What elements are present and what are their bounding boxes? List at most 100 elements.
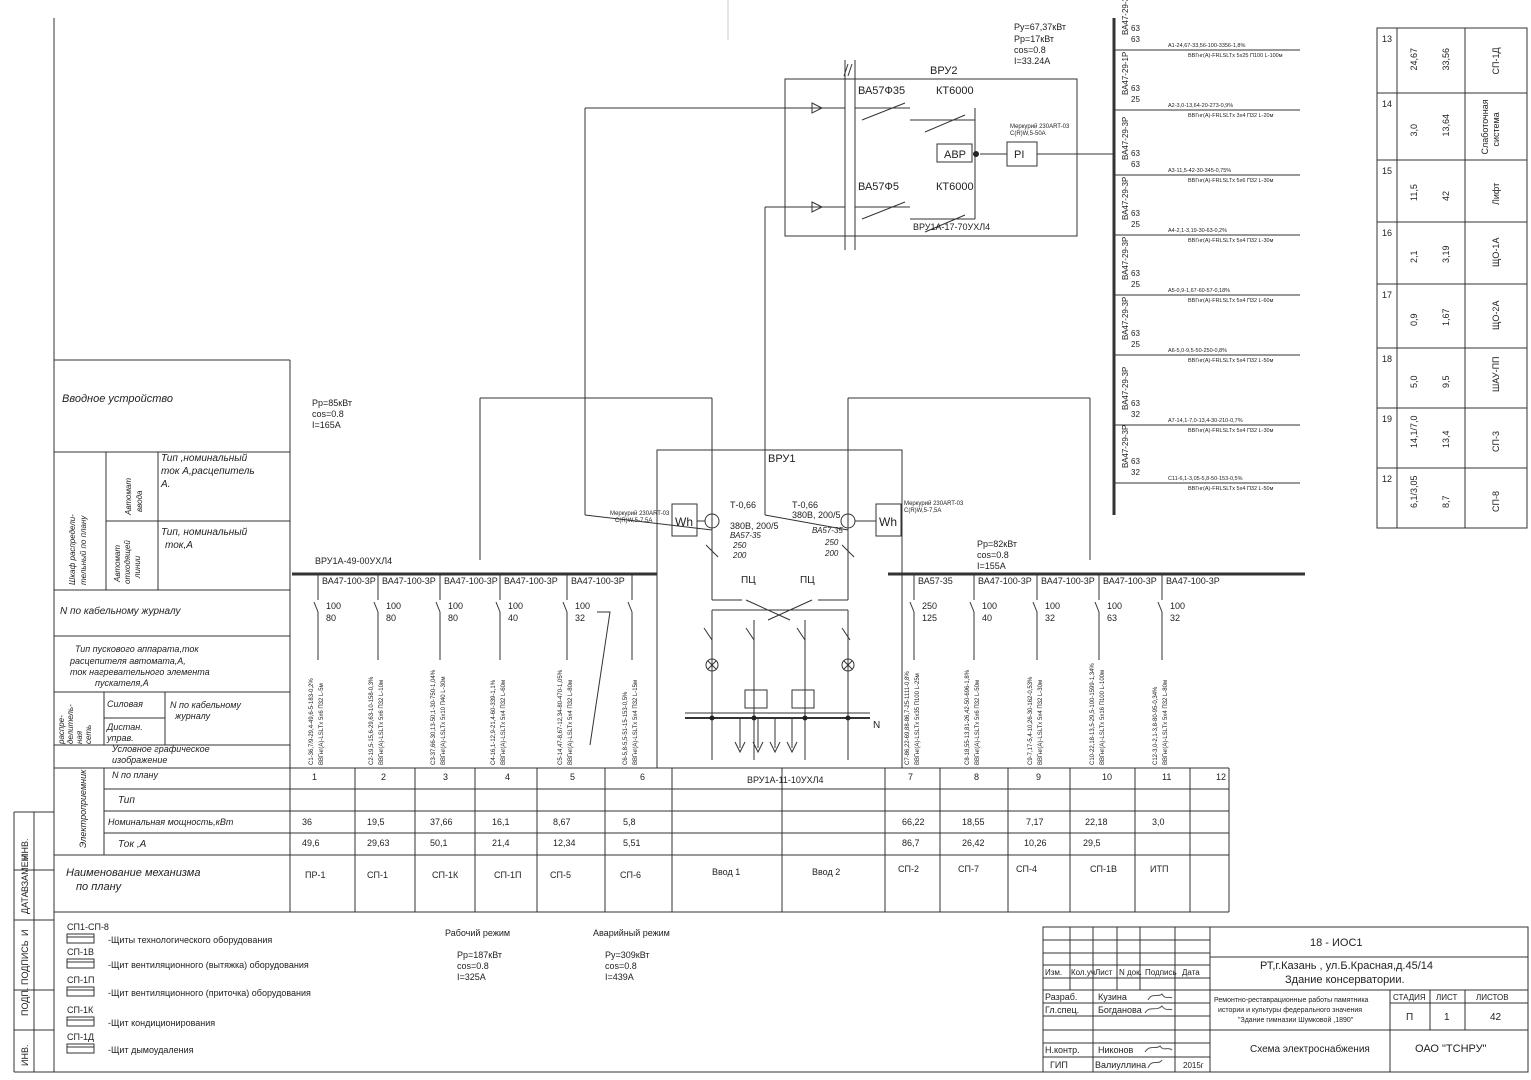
legend: СП1-СП-8-Щиты технологического оборудова…	[66, 922, 311, 1055]
sheet-value: 1	[1444, 1012, 1450, 1023]
legend-text: -Щит кондиционирования	[108, 1018, 215, 1028]
left-feeder-setting: 32	[575, 613, 585, 623]
meter-right-line-1: Меркурий 230ART-03	[904, 500, 964, 507]
legend-text: -Щит дымоудаления	[108, 1045, 194, 1055]
stamp-header-date: Дата	[1182, 968, 1200, 977]
person-gip: Валиуллина	[1095, 1060, 1146, 1070]
right-feeder-cable-type: ВВГнг(А)-FRLSLTx 5х4 П32 L-50м	[1188, 486, 1274, 492]
right-table-num: 12	[1382, 474, 1392, 484]
left-feeders: ВА47-100-3Р10080С1-36,7/9-29,4-49,6-5-18…	[309, 574, 639, 765]
vru2-load-line-1: Ру=67,37кВт	[1014, 22, 1066, 32]
legend-text: -Щиты технологического оборудования	[108, 935, 272, 945]
mechanism-line-2: по плану	[76, 881, 123, 893]
right-feeder-cable-calc: С11-6,1-3,05-5,8-50-153-0,5%	[1168, 476, 1243, 482]
right-feeder-breaker: ВА47-29-1Р	[1121, 52, 1130, 95]
nominal-power-value: 19,5	[367, 817, 385, 827]
vru1-text: ВРУ1 Рр=85кВт cos=0.8 I=165А Рр=82кВт co…	[312, 398, 1017, 785]
address-line-2: Здание консерватории.	[1285, 974, 1405, 986]
remote-line-1: Дистан.	[106, 722, 143, 732]
right-table-name: ЩО-2А	[1491, 301, 1501, 330]
legend-symbol	[66, 986, 95, 997]
right-feeder-rating: 63	[1131, 329, 1140, 338]
left-feeder-cable-type: ВВГнг(А)-LSLTx 5х6 П32 L-5м	[319, 683, 325, 765]
left-feeder-cable-calc: С2-19,5-15,6-29,63-10-158-0,3%	[369, 676, 375, 765]
stamp-header-sign: Подпись	[1145, 968, 1177, 977]
vru2-breaker2: ВА57Ф5	[858, 181, 899, 193]
organization: ОАО "ТСНРУ"	[1415, 1043, 1487, 1055]
right-table	[1376, 27, 1528, 529]
right-table-power: 6,1/3,05	[1409, 475, 1419, 508]
left-feeder-cable-type: ВВГнг(А)-LSLTx 5х4 П32 L-60м	[501, 680, 507, 765]
current-value: 29,63	[367, 838, 390, 848]
plan-number: 5	[570, 772, 575, 782]
meter-left-line-1: Меркурий 230ART-03	[610, 510, 670, 517]
right-feeder-bottom-switch	[969, 601, 975, 613]
label-table-grid	[54, 359, 1230, 913]
right-feeder-setting: 32	[1131, 468, 1140, 477]
left-feeder-cable-type: ВВГнг(А)-LSLTx 5х10 П40 L-30м	[441, 677, 447, 765]
ct-right-line-2: 380В, 200/5	[792, 510, 841, 520]
left-feeder-switch	[627, 601, 633, 613]
right-table-power: 3,0	[1409, 124, 1419, 137]
stamp-year: 2015г	[1183, 1061, 1204, 1070]
right-feeder-bottom-setting: 125	[922, 613, 937, 623]
right-feeder-cable-type: ВВГнг(А)-FRLSLTx 5х25 П100 L-100м	[1188, 53, 1283, 59]
right-feeder-bottom-setting: 32	[1170, 613, 1180, 623]
left-feeder-switch	[373, 601, 379, 613]
type-nominal-line-3: А.	[160, 479, 170, 490]
left-feeder-cable-calc: С4-16,1-12,9-21,4-60-339-1,1%	[491, 679, 497, 765]
mechanism-name: СП-1К	[432, 870, 459, 880]
cabinet-line-1: Шкаф распредели-	[68, 514, 77, 585]
plan-number: 8	[974, 772, 979, 782]
right-table-current: 13,4	[1441, 430, 1451, 448]
right-feeder-bottom-switch	[1032, 601, 1038, 613]
mechanism-name: СП-1	[367, 870, 388, 880]
right-feeder-bottom-rating: 100	[1045, 601, 1060, 611]
right-feeder-cable-type: ВВГнг(А)-FRLSLTx 3х4 П32 L-20м	[1188, 113, 1274, 119]
work-mode-line-1: Рр=187кВт	[457, 950, 502, 960]
right-feeder-cable-type: ВВГнг(А)-FRLSLTx 5х4 П32 L-50м	[1188, 358, 1274, 364]
nominal-power-value: 18,55	[962, 817, 985, 827]
vru1-bottom-label: ВРУ1А-11-10УХЛ4	[747, 775, 824, 785]
meter-left-line-2: C(R)W,5-7,5А	[615, 518, 652, 524]
receiver-label: Электроприемник	[78, 769, 88, 848]
ct-left-line-2: 380В, 200/5	[730, 521, 779, 531]
title-block-text: 18 - ИОС1 РТ,г.Казань , ул.Б.Красная,д.4…	[1045, 937, 1509, 1070]
left-feeder-setting: 40	[508, 613, 518, 623]
mechanism-name: ПР-1	[305, 870, 325, 880]
stamp-header-koluch: Кол.уч	[1071, 968, 1095, 977]
handwritten-right-2: 250	[824, 538, 839, 547]
right-feeder-breaker: ВА47-29-3Р	[1121, 425, 1130, 468]
ct-left-line-1: Т-0,66	[730, 500, 756, 510]
right-feeder-breaker: ВА47-29-3Р	[1121, 0, 1130, 35]
plan-number: 1	[312, 772, 317, 782]
side-stamp-podpis: ПОДПИСЬ	[20, 940, 30, 985]
handwritten-left-2: 250	[732, 541, 747, 550]
right-feeder-breaker: ВА47-29-3Р	[1121, 367, 1130, 410]
right-feeder-cable-type: ВВГнг(А)-FRLSLTx 5х4 П32 L-30м	[1188, 238, 1274, 244]
right-table-current: 13,64	[1441, 114, 1451, 137]
right-feeder-bottom-switch	[1157, 601, 1163, 613]
mechanism-name: СП-5	[550, 870, 571, 880]
modes: Рабочий режим Рр=187кВт cos=0.8 I=325А А…	[445, 928, 670, 982]
nominal-power-value: 37,66	[430, 817, 453, 827]
nominal-power-value: 7,17	[1026, 817, 1044, 827]
stamp-header-ndok: N док.	[1119, 968, 1142, 977]
role-gip: ГИП	[1050, 1060, 1068, 1070]
right-feeders-bottom: ВА57-35250125С7-86,22-69,88-86,7-25-1111…	[905, 574, 1220, 765]
left-feeder-cable-calc: С5-14,47-8,67-12,34-80-470-1,05%	[558, 669, 564, 765]
wh-right: Wh	[879, 515, 897, 529]
sheets-header: ЛИСТОВ	[1476, 993, 1509, 1002]
right-feeder-setting: 25	[1131, 95, 1140, 104]
mechanism-line-1: Наименование механизма	[66, 867, 200, 879]
vru2-load-line-4: I=33.24А	[1014, 56, 1050, 66]
right-feeder-cable-calc: А1-24,67-33,56-100-3356-1,8%	[1168, 43, 1245, 49]
vru2-breaker1: ВА57Ф35	[858, 85, 905, 97]
right-table-num: 14	[1382, 99, 1392, 109]
auto-input-line-1: Автомат	[124, 478, 133, 516]
type-nominal2-line-2: ток,А	[165, 540, 193, 551]
role-chief-spec: Гл.спец.	[1045, 1005, 1079, 1015]
left-feeder-setting: 80	[448, 613, 458, 623]
legend-symbol	[66, 958, 95, 969]
right-feeder-bottom-breaker: ВА47-100-3Р	[1041, 576, 1095, 586]
